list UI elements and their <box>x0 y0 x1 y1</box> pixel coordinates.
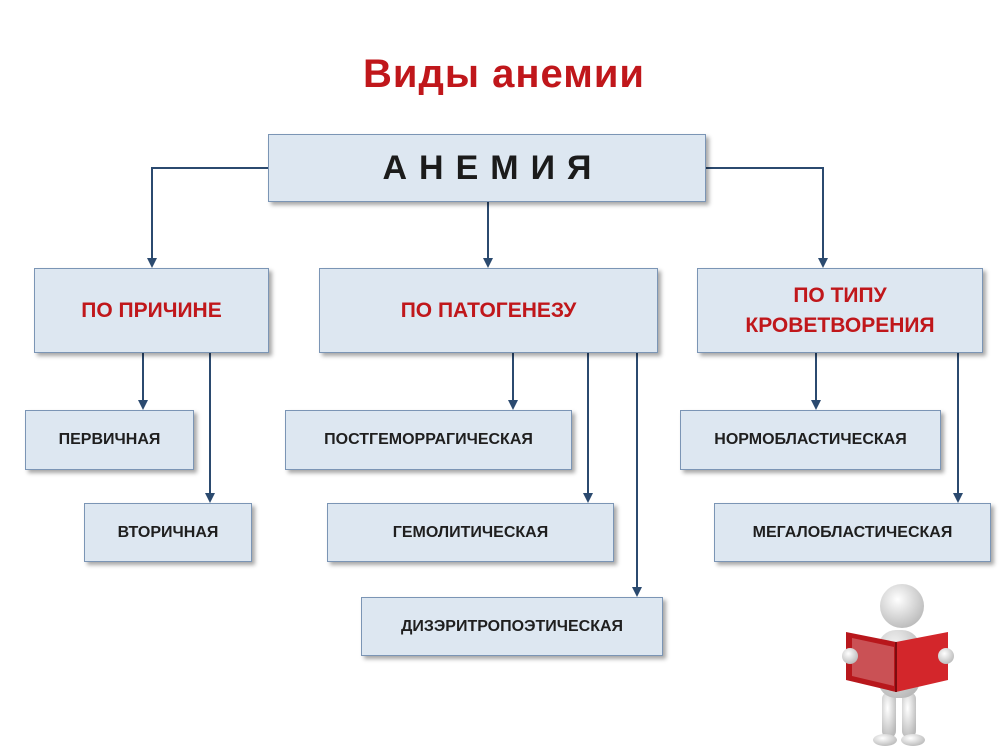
category-cause: ПО ПРИЧИНЕ <box>34 268 269 353</box>
category-label-line-1: ПО ТИПУ <box>793 283 887 307</box>
connector-root-cause <box>147 167 268 268</box>
leaf-secondary: ВТОРИЧНАЯ <box>84 503 252 562</box>
leaf-label: ПЕРВИЧНАЯ <box>58 431 161 448</box>
leaf-label: ПОСТГЕМОРРАГИЧЕСКАЯ <box>324 431 533 448</box>
leaf-label: НОРМОБЛАСТИЧЕСКАЯ <box>714 431 907 448</box>
leaf-dyserythropoietic: ДИЗЭРИТРОПОЭТИЧЕСКАЯ <box>361 597 663 656</box>
leaf-label: МЕГАЛОБЛАСТИЧЕСКАЯ <box>752 523 953 541</box>
category-label-line-2: КРОВЕТВОРЕНИЯ <box>745 313 935 337</box>
reading-figure-icon <box>842 584 954 746</box>
leaf-label: ДИЗЭРИТРОПОЭТИЧЕСКАЯ <box>400 617 624 635</box>
root-label: АНЕМИЯ <box>382 148 604 187</box>
leaf-primary: ПЕРВИЧНАЯ <box>25 410 194 470</box>
category-pathogenesis: ПО ПАТОГЕНЕЗУ <box>319 268 658 353</box>
leaf-hemolytic: ГЕМОЛИТИЧЕСКАЯ <box>327 503 614 562</box>
connector-root-hematopoiesis <box>706 167 828 268</box>
root-node: АНЕМИЯ <box>268 134 706 202</box>
leaf-normoblastic: НОРМОБЛАСТИЧЕСКАЯ <box>680 410 941 470</box>
leaf-label: ГЕМОЛИТИЧЕСКАЯ <box>392 523 549 541</box>
leaf-posthemorrhagic: ПОСТГЕМОРРАГИЧЕСКАЯ <box>285 410 572 470</box>
diagram-title: Виды анемии <box>362 52 646 96</box>
category-label: ПО ПАТОГЕНЕЗУ <box>400 298 577 322</box>
category-label: ПО ПРИЧИНЕ <box>81 298 222 322</box>
leaf-megaloblastic: МЕГАЛОБЛАСТИЧЕСКАЯ <box>714 503 991 562</box>
category-hematopoiesis: ПО ТИПУ КРОВЕТВОРЕНИЯ <box>697 268 983 353</box>
leaf-label: ВТОРИЧНАЯ <box>117 523 219 541</box>
